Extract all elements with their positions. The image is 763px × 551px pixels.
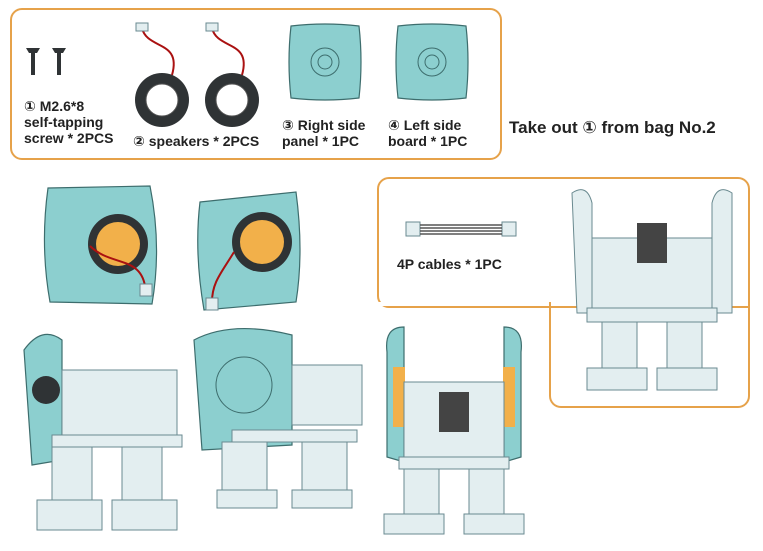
- right-side-panel-icon: [288, 23, 362, 101]
- robot-step-1-illustration: [23, 333, 183, 531]
- screw-icon: [26, 48, 66, 75]
- robot-step-3-illustration: [383, 326, 525, 535]
- speaker-icon: [135, 22, 259, 127]
- cable-box-extension: [549, 302, 750, 408]
- instruction-text: Take out ① from bag No.2: [509, 118, 716, 137]
- cable-box-mask: [377, 302, 549, 306]
- robot-step-2-illustration: [193, 327, 363, 509]
- cable-icon: [405, 221, 517, 237]
- cable-label: 4P cables * 1PC: [397, 256, 502, 272]
- left-side-board-icon: [395, 23, 469, 101]
- left-panel-with-speaker-illustration: [197, 191, 301, 311]
- robot-with-cables-illustration: [571, 189, 733, 391]
- right-panel-with-speaker-illustration: [43, 185, 158, 305]
- part-2-label: ② speakers * 2PCS: [133, 133, 260, 149]
